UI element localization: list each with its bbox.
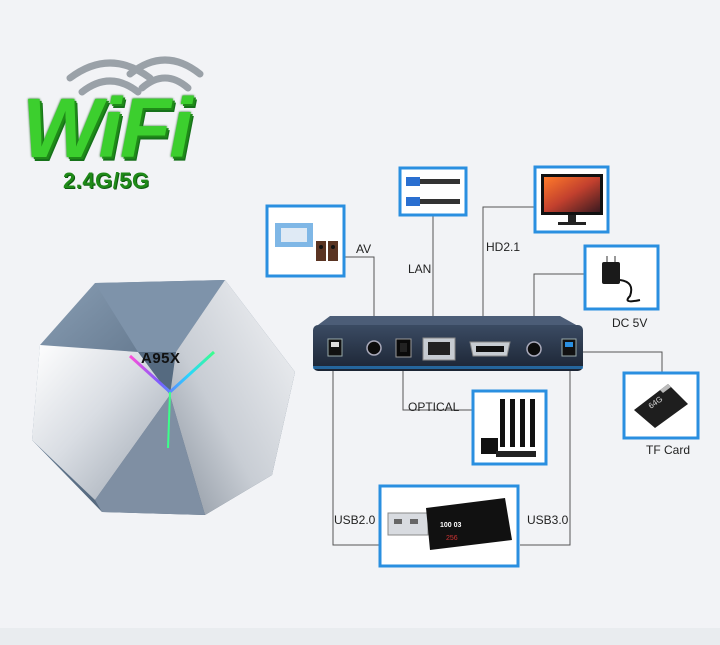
wifi-logo: WiFi (22, 81, 193, 175)
usb-stick-text-top: 100 03 (440, 522, 462, 529)
hdmi-label: HD2.1 (486, 240, 521, 254)
lan-box (398, 166, 468, 217)
optical-box (471, 389, 548, 466)
tf-card-label: TF Card (646, 443, 691, 457)
usb3-label: USB3.0 (527, 513, 569, 527)
power-adapter-box (583, 244, 660, 311)
usb-stick-box: 100 03 256 (378, 484, 520, 568)
av-label: AV (356, 242, 372, 256)
wifi-bands-label: 2.4G/5G (63, 168, 150, 193)
monitor-box (533, 165, 610, 234)
bottom-strip (0, 628, 720, 645)
optical-label: OPTICAL (408, 400, 460, 414)
usb2-label: USB2.0 (334, 513, 376, 527)
dc-label: DC 5V (612, 316, 648, 330)
tv-box-back (313, 316, 583, 371)
lan-label: LAN (408, 262, 432, 276)
av-box (265, 204, 346, 278)
usb-stick-text-bottom: 256 (446, 535, 458, 542)
device-image (32, 280, 295, 515)
device-brand-label: A95X (141, 350, 181, 367)
wifi-signal-icon (66, 56, 204, 96)
tf-card-box (622, 371, 700, 440)
